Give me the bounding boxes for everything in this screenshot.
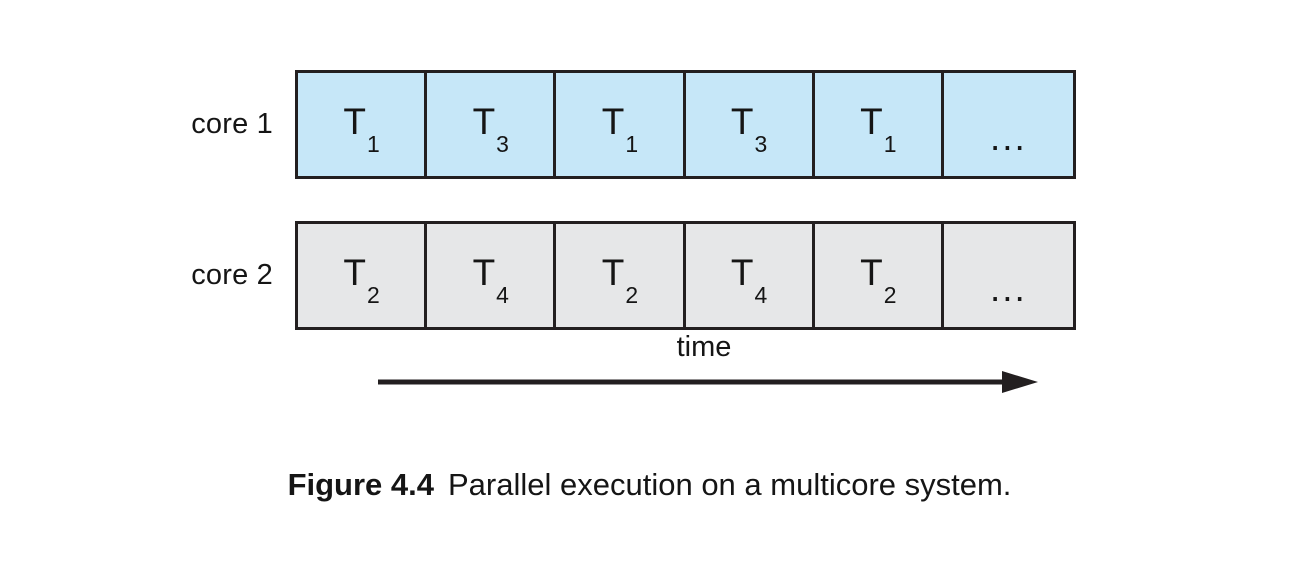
task-label: T3 xyxy=(472,101,509,158)
core-1-slot-1: T1 xyxy=(298,73,428,176)
figure-caption: Figure 4.4 Parallel execution on a multic… xyxy=(0,466,1299,503)
time-axis: time xyxy=(0,333,1299,403)
core-1-slot-6: ... xyxy=(943,73,1073,176)
core-1-label: core 1 xyxy=(191,108,273,140)
core-2-slot-5: T2 xyxy=(814,224,944,327)
time-axis-label: time xyxy=(676,331,732,363)
ellipsis-label: ... xyxy=(990,117,1027,158)
core-2-slot-2: T4 xyxy=(427,224,557,327)
task-label: T2 xyxy=(860,252,897,309)
core-1-slot-3: T1 xyxy=(556,73,686,176)
figure-number: Figure 4.4 xyxy=(287,467,434,502)
ellipsis-label: ... xyxy=(990,268,1027,309)
task-label: T2 xyxy=(601,252,639,309)
core-1-slot-5: T1 xyxy=(814,73,944,176)
figure-caption-text: Parallel execution on a multicore system… xyxy=(448,467,1012,502)
core-1-slot-2: T3 xyxy=(427,73,557,176)
core-row-2: core 2 T2 T4 T2 T4 T2 ... xyxy=(0,221,1076,330)
core-1-timeline: T1 T3 T1 T3 T1 ... xyxy=(295,70,1076,179)
task-label: T1 xyxy=(601,101,639,158)
core-row-1: core 1 T1 T3 T1 T3 T1 ... xyxy=(0,70,1076,179)
core-2-slot-6: ... xyxy=(943,224,1073,327)
core-2-slot-3: T2 xyxy=(556,224,686,327)
time-arrow-icon xyxy=(378,371,1038,393)
core-2-slot-4: T4 xyxy=(685,224,815,327)
core-2-label: core 2 xyxy=(191,259,273,291)
task-label: T1 xyxy=(860,101,897,158)
task-label: T2 xyxy=(343,252,380,309)
task-label: T1 xyxy=(343,101,380,158)
task-label: T4 xyxy=(730,252,768,309)
core-2-slot-1: T2 xyxy=(298,224,428,327)
task-label: T3 xyxy=(730,101,768,158)
core-1-slot-4: T3 xyxy=(685,73,815,176)
task-label: T4 xyxy=(472,252,509,309)
core-2-timeline: T2 T4 T2 T4 T2 ... xyxy=(295,221,1076,330)
